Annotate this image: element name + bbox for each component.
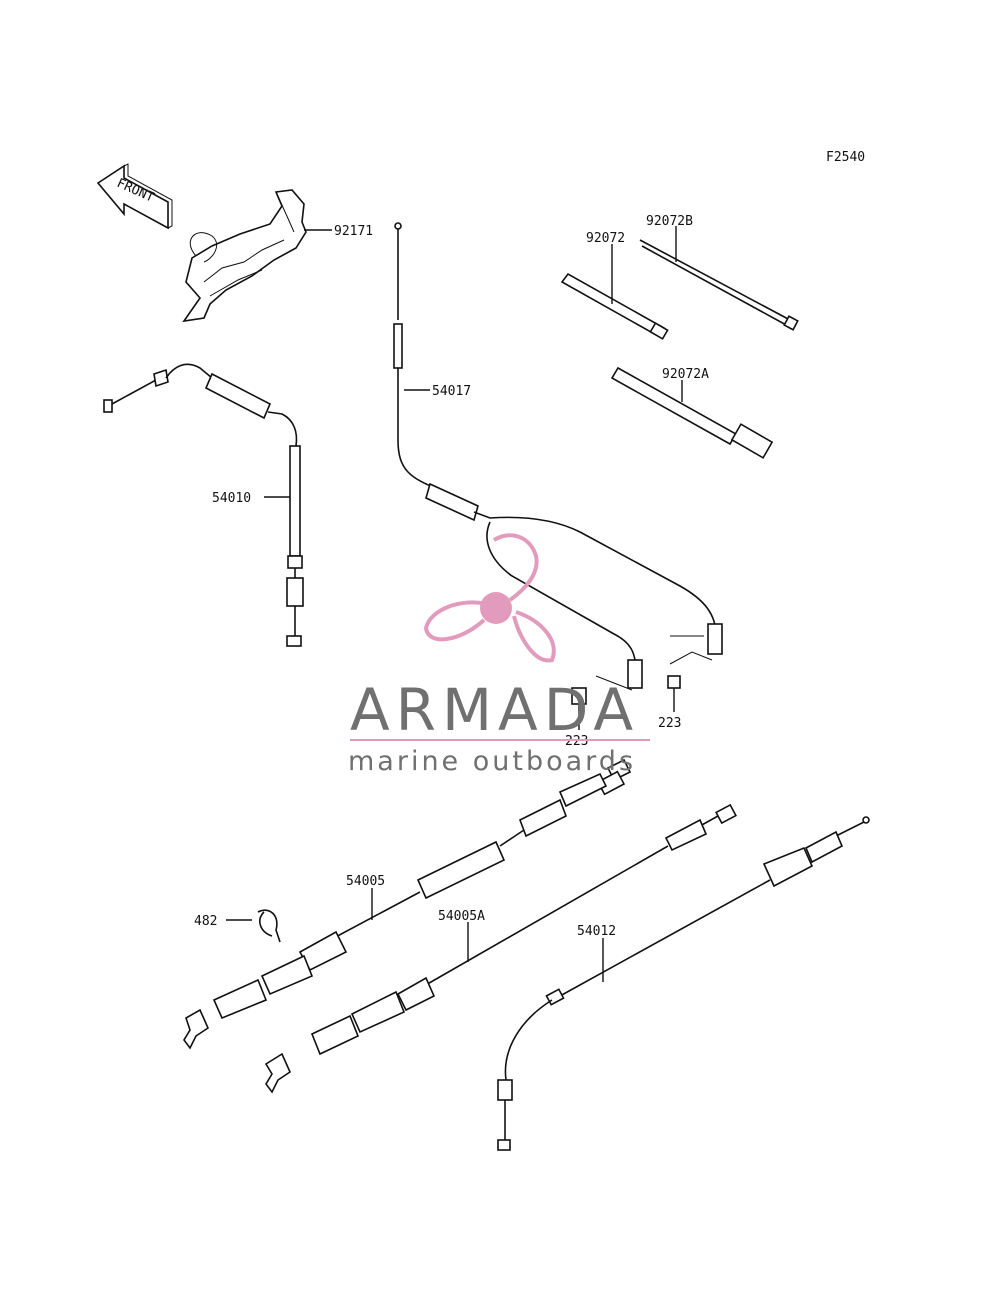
clamp-223-right [667,675,681,689]
part-92171-bracket [182,189,307,323]
armada-watermark: ARMADA marine outboards [348,533,650,777]
tie-92072 [560,272,669,340]
part-label-92072B: 92072B [646,214,693,229]
figure-code: F2540 [826,150,865,165]
part-label-482: 482 [194,914,217,929]
front-arrow-icon: FRONT [96,163,173,230]
propeller-logo-icon [423,533,556,663]
part-label-54005: 54005 [346,874,385,889]
watermark-brand: ARMADA [350,676,639,744]
tie-92072A [610,366,774,459]
part-label-223-right: 223 [658,716,681,731]
part-label-54017: 54017 [432,384,471,399]
part-label-92072: 92072 [586,231,625,246]
watermark-tagline: marine outboards [348,746,636,777]
cable-54010 [103,363,304,647]
tie-92072B [639,239,799,331]
cable-54005A [264,803,737,1094]
part-label-92072A: 92072A [662,367,709,382]
cable-54012 [497,816,870,1151]
part-label-92171: 92171 [334,224,373,239]
part-label-54012: 54012 [577,924,616,939]
cable-54017 [393,222,723,691]
clip-482 [257,909,281,943]
part-label-223-left: 223 [565,734,588,749]
cable-54005 [183,758,632,1050]
part-label-54010: 54010 [212,491,251,506]
part-label-54005A: 54005A [438,909,485,924]
